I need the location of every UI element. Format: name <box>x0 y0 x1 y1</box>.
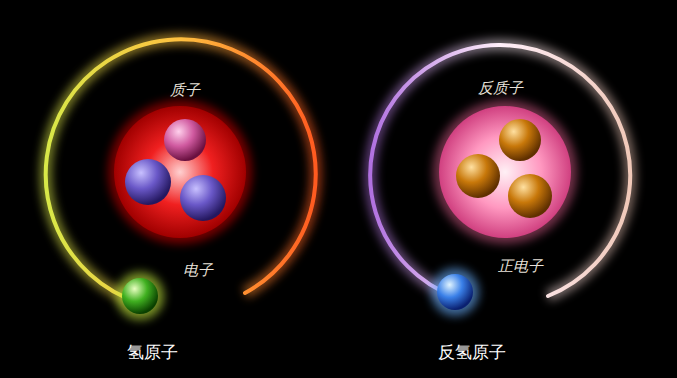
atom-caption: 反氢原子 <box>438 341 506 364</box>
atom-caption: 氢原子 <box>127 341 178 364</box>
particle-label: 正电子 <box>498 257 543 276</box>
particle-label: 质子 <box>170 81 200 100</box>
particle-label: 反质子 <box>478 79 523 98</box>
particle-label: 电子 <box>183 261 213 280</box>
